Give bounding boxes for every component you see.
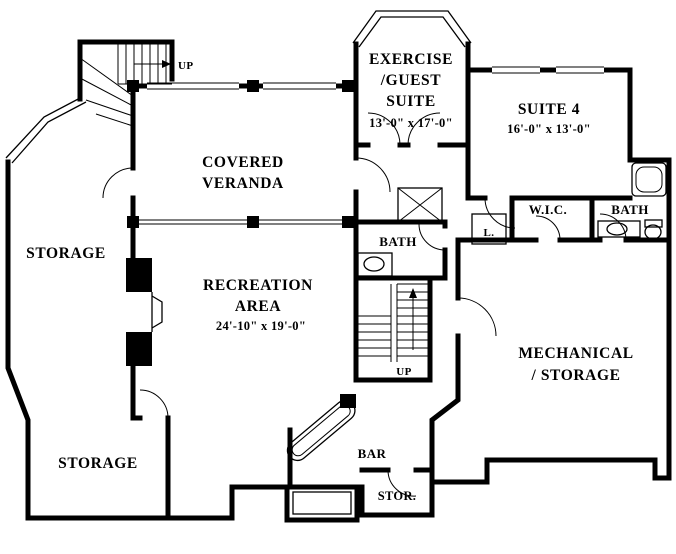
room-label-wic: W.I.C. — [529, 202, 567, 217]
room-label-stor: STOR. — [378, 489, 416, 503]
room-label-veranda-2: VERANDA — [202, 175, 284, 192]
room-label-exercise-3: SUITE — [386, 93, 436, 110]
room-label-exercise-2: /GUEST — [380, 72, 442, 89]
bath-fixtures-center — [357, 252, 393, 277]
veranda-colonnade — [127, 80, 356, 228]
column — [342, 216, 354, 228]
room-dims-recreation: 24'-10" x 19'-0" — [216, 319, 306, 333]
room-label-storage-upper: STORAGE — [26, 245, 106, 262]
entry-stoop — [292, 491, 352, 515]
fireplace — [126, 258, 163, 366]
column — [127, 80, 139, 92]
stair-arrow — [409, 288, 417, 298]
room-label-suite4: SUITE 4 — [518, 101, 580, 118]
column — [342, 80, 354, 92]
interior-walls — [130, 83, 672, 521]
room-label-recreation-2: AREA — [235, 298, 282, 315]
window-openings — [147, 65, 604, 91]
column — [247, 80, 259, 92]
stair-arrow — [162, 60, 171, 68]
room-dims-suite4: 16'-0" x 13'-0" — [507, 122, 591, 136]
room-label-mechanical-1: MECHANICAL — [518, 345, 633, 362]
room-label-linen: L. — [484, 227, 495, 239]
door-swings — [102, 112, 627, 497]
room-label-exercise-1: EXERCISE — [369, 51, 453, 68]
column — [247, 216, 259, 228]
bay-window-exercise — [352, 10, 472, 48]
room-labels: EXERCISE /GUEST SUITE 13'-0" x 17'-0" SU… — [26, 51, 648, 503]
stairs-top-left: UP — [79, 44, 193, 127]
room-label-bath-center: BATH — [379, 234, 416, 249]
bar-sink — [340, 394, 356, 408]
room-label-bath-right: BATH — [611, 202, 648, 217]
room-label-storage-lower: STORAGE — [58, 455, 138, 472]
bay-window-storage — [5, 96, 87, 164]
room-label-veranda-1: COVERED — [202, 154, 284, 171]
bath-fixtures-right — [597, 219, 663, 240]
room-dims-exercise: 13'-0" x 17'-0" — [369, 116, 453, 130]
room-label-mechanical-2: / STORAGE — [530, 367, 620, 384]
room-label-recreation-1: RECREATION — [203, 277, 313, 294]
bar-counter — [286, 394, 356, 462]
column — [127, 216, 139, 228]
shower — [397, 187, 443, 223]
stairs-up-label-center: UP — [396, 366, 411, 378]
tub — [631, 162, 667, 197]
stairs-up-label-top: UP — [178, 60, 193, 72]
room-label-bar: BAR — [358, 446, 387, 461]
linen-closet — [471, 213, 507, 245]
stairs-center: UP — [356, 279, 430, 378]
